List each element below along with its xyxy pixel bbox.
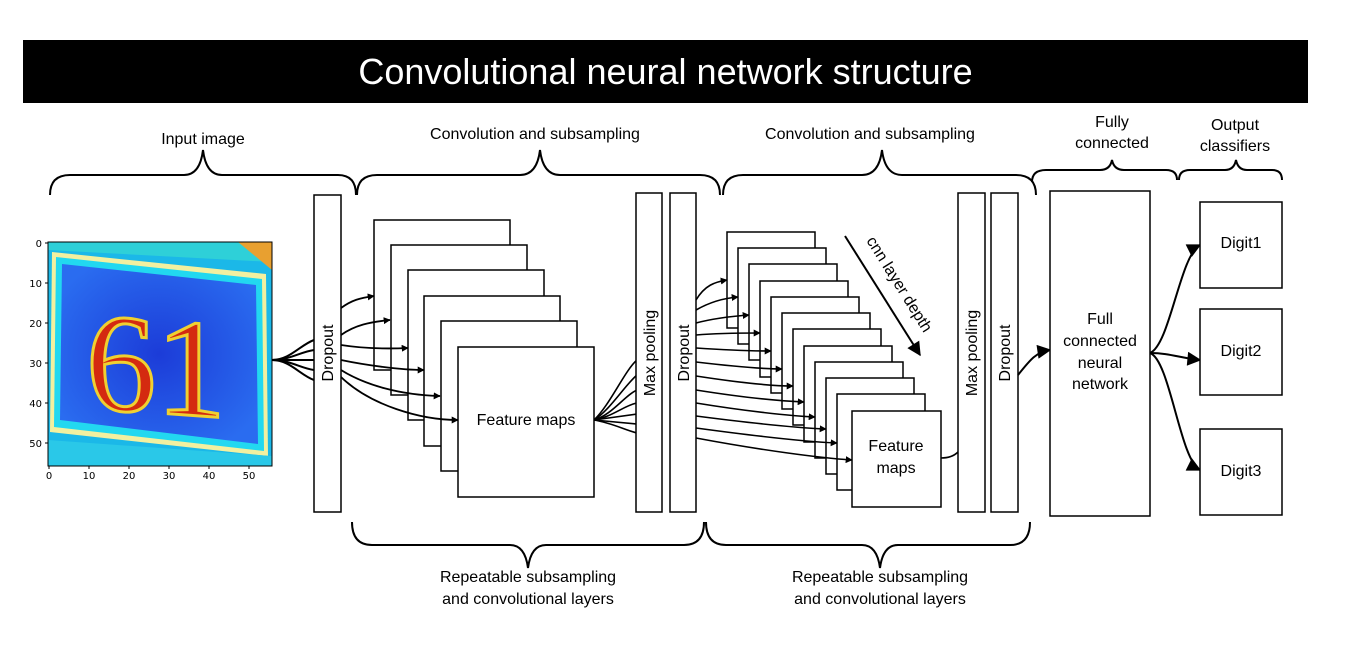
title-banner: Convolutional neural network structure [23,40,1308,103]
y-tick-30: 30 [29,359,42,370]
repeatable-label-2b: and convolutional layers [794,591,966,608]
diagram-title: Convolutional neural network structure [358,50,973,92]
dropout-label-2: Dropout [676,324,693,381]
dropout-layer-3 [990,192,1019,513]
repeatable-label-2a: Repeatable subsampling [792,569,968,586]
featuremaps2-to-maxpool-line [940,451,959,459]
feature-maps-label-2b: maps [876,460,915,477]
brace-conv2 [722,149,1037,196]
x-tick-50: 50 [243,471,256,482]
input-image: 61 [48,242,272,466]
input-image-digits: 61 [86,284,226,449]
featuremaps-to-maxpool-lines [593,359,638,434]
fully-connected-label-2: connected [1075,135,1149,152]
repeatable-label-1b: and convolutional layers [442,591,614,608]
output-digit1-label: Digit1 [1221,235,1262,252]
brace-conv1 [356,149,721,196]
x-tick-10: 10 [83,471,96,482]
x-tick-0: 0 [46,471,52,482]
output-digit1 [1199,201,1283,289]
dropout-label-3: Dropout [997,324,1014,381]
dropout-layer-1 [313,194,342,513]
dropout-label-1: Dropout [320,324,337,381]
output-digit3-label: Digit3 [1221,463,1262,480]
input-image-ticks [45,242,250,469]
y-tick-50: 50 [29,439,42,450]
input-image-frame [47,241,273,467]
y-tick-40: 40 [29,399,42,410]
fully-connected-layer [1049,190,1151,517]
x-tick-40: 40 [203,471,216,482]
input-image-label: Input image [161,131,245,148]
fc-label-2: connected [1063,333,1137,350]
y-tick-20: 20 [29,319,42,330]
feature-map-stack-1 [373,219,595,498]
output-digit2-label: Digit2 [1221,343,1262,360]
max-pooling-layer-1 [635,192,663,513]
depth-arrow [844,235,921,357]
brace-repeatable-2 [705,521,1031,569]
image-to-dropout-lines [271,339,315,381]
brace-input [49,149,357,196]
conv1-label: Convolution and subsampling [430,126,640,143]
max-pooling-label-1: Max pooling [642,310,659,396]
conv2-label: Convolution and subsampling [765,126,975,143]
x-tick-30: 30 [163,471,176,482]
fc-label-3: neural [1078,355,1122,372]
output-digit2 [1199,308,1283,396]
feature-maps-label-1: Feature maps [477,412,576,429]
feature-maps-label-2a: Feature [868,438,923,455]
fc-label-4: network [1072,376,1129,393]
max-pooling-label-2: Max pooling [964,310,981,396]
x-tick-20: 20 [123,471,136,482]
fc-to-output-arrows [1149,244,1202,471]
max-pooling-layer-2 [957,192,986,513]
brace-fully-connected [1031,159,1178,183]
brace-output [1178,159,1283,181]
dropout2-to-featuremaps-arrows [695,277,853,464]
y-tick-0: 0 [36,239,42,250]
fully-connected-label-1: Fully [1095,114,1129,131]
output-classifiers-label-1: Output [1211,117,1260,134]
dropout3-to-fc-arrow [1017,344,1052,376]
brace-repeatable-1 [351,521,705,569]
output-classifiers-label-2: classifiers [1200,138,1270,155]
dropout-to-featuremaps-arrows [340,293,459,424]
fc-label-1: Full [1087,311,1113,328]
dropout-layer-2 [669,192,697,513]
repeatable-label-1a: Repeatable subsampling [440,569,616,586]
y-tick-10: 10 [29,279,42,290]
output-digit3 [1199,428,1283,516]
